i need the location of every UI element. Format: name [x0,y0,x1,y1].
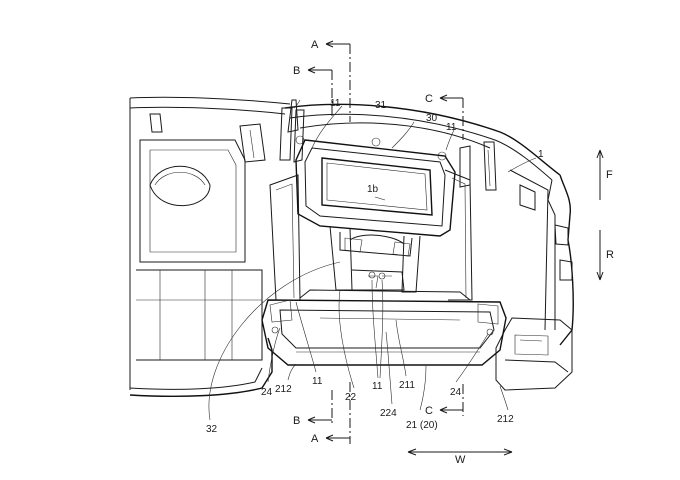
numeral-24-left: 24 [261,387,273,398]
direction-rear-label: R [606,249,614,261]
direction-front-label: F [606,169,613,181]
numeral-1b: 1b [367,184,379,195]
right-panel-end [495,169,574,391]
section-line-c [439,94,464,416]
numeral-212-right: 212 [497,414,514,425]
lower-member-21 [261,289,507,366]
section-marker-c-bottom: C [425,405,433,417]
numeral-21-20: 21 (20) [406,420,438,431]
numeral-11-top-right: 11 [446,122,457,133]
section-marker-a-top: A [311,39,319,51]
numeral-1: 1 [538,149,544,160]
numeral-211: 211 [399,380,415,391]
section-marker-b-top: B [293,65,300,77]
numeral-24-right: 24 [450,387,462,398]
section-line-b [307,66,333,424]
leader-lines [208,99,537,421]
labels: A B C A B C F R W 1 1b 11 11 11 11 30 31… [206,39,614,466]
section-marker-c-top: C [425,93,433,105]
numeral-224: 224 [380,408,397,419]
numeral-11-bottom-left: 11 [312,376,323,387]
section-line-a [325,40,351,444]
numeral-30: 30 [426,113,438,124]
top-panel-outline [279,99,561,191]
direction-width-label: W [455,454,466,466]
numeral-212-left: 212 [275,384,292,395]
section-marker-a-bottom: A [311,433,319,445]
left-panel-structure [129,96,291,397]
numeral-11-bottom-mid: 11 [372,381,383,392]
numeral-32: 32 [206,424,218,435]
front-rear-arrow [596,149,604,281]
width-arrow [407,448,513,456]
numeral-31: 31 [375,100,387,111]
section-marker-b-bottom: B [293,415,300,427]
numeral-11-top-left: 11 [330,98,341,109]
numeral-22: 22 [345,392,357,403]
